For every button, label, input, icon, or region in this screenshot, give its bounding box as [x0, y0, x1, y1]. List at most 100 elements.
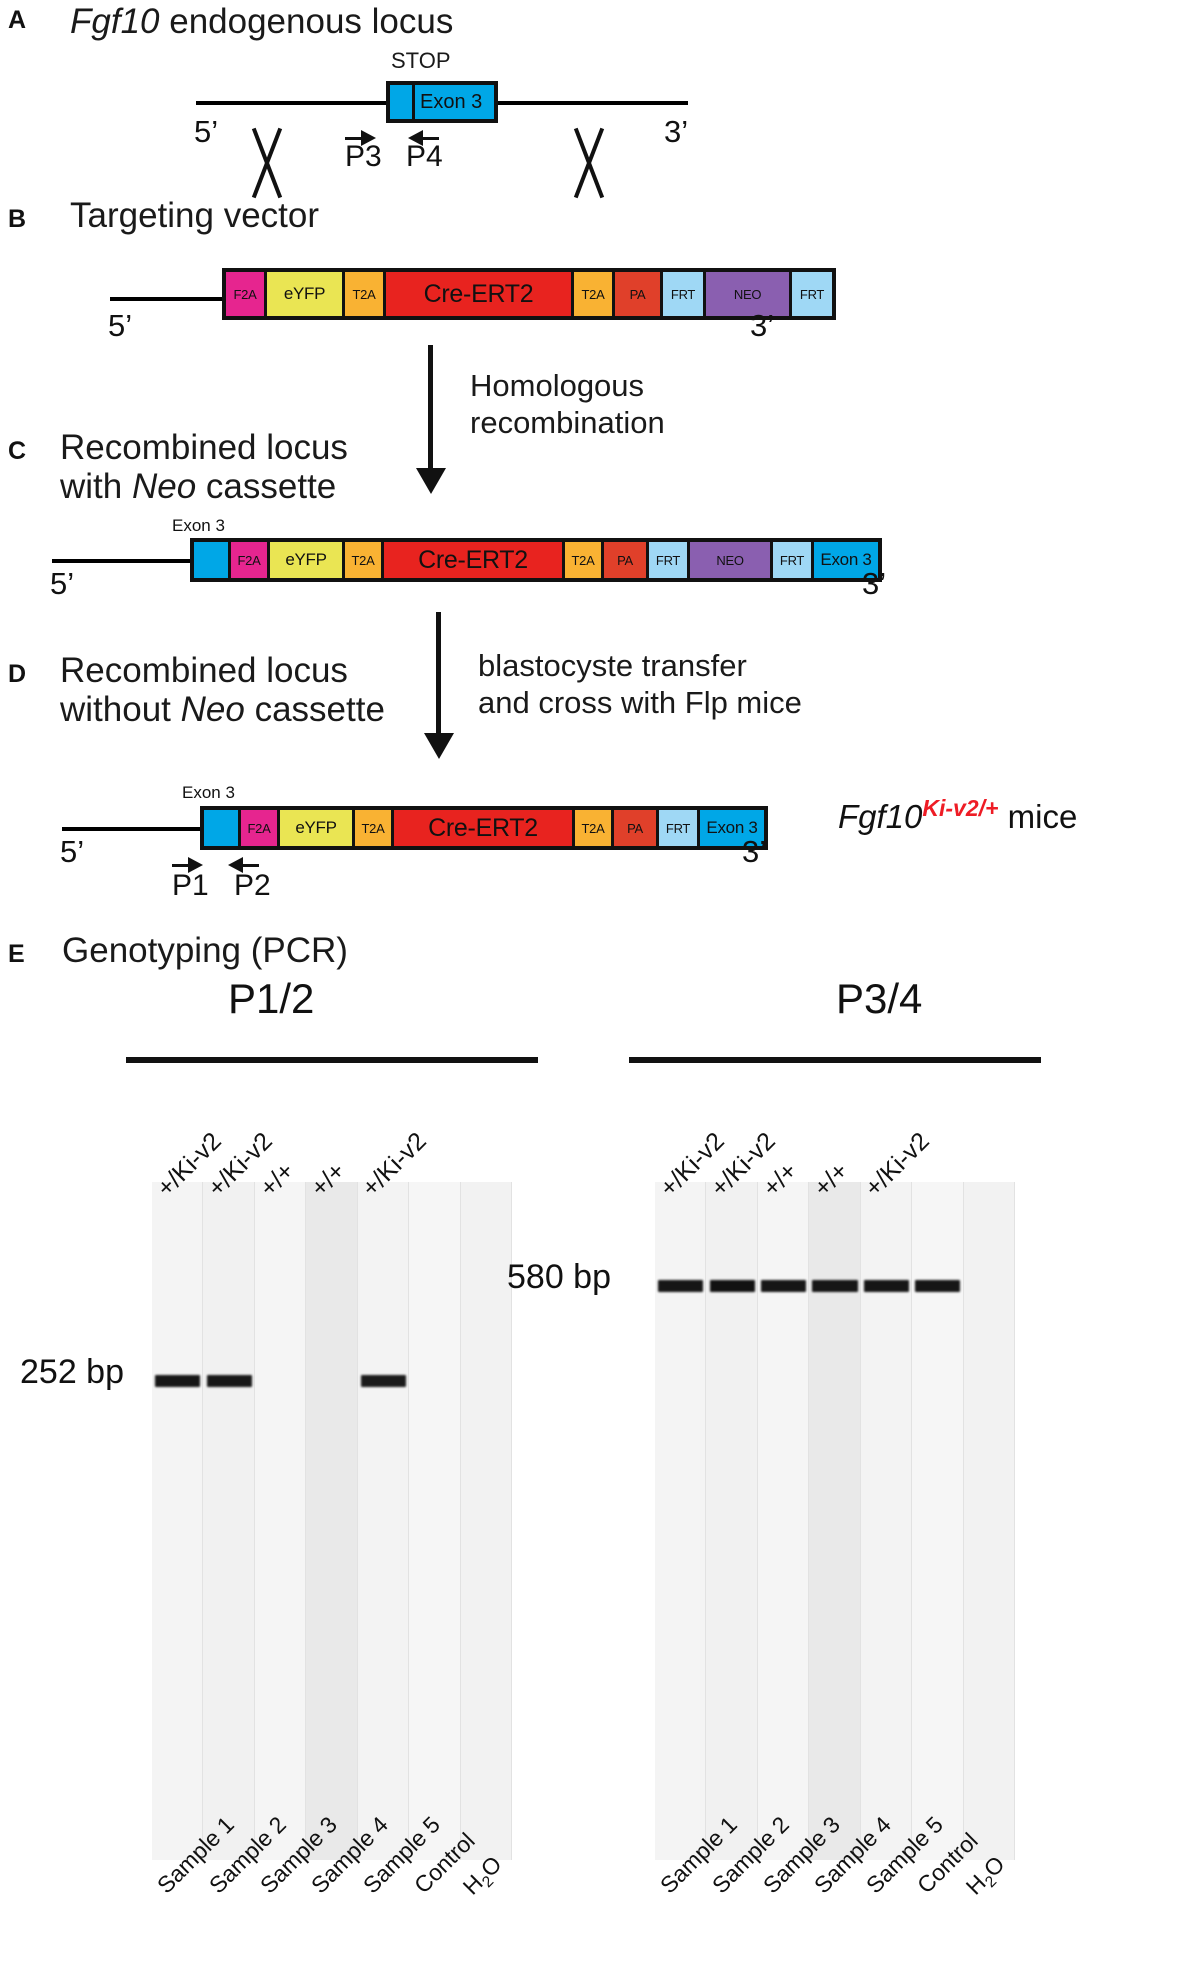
panel-a-letter: A [8, 6, 27, 34]
cassette-segment-pa: PA [604, 542, 646, 578]
panel-d-title-line1: Recombined locus [60, 651, 348, 690]
gel-lane [912, 1182, 964, 1860]
panel-c-three-prime: 3’ [862, 566, 887, 601]
primer-label-p2: P2 [234, 869, 271, 902]
gel-lane [460, 1182, 512, 1860]
panel-b-three-prime: 3’ [750, 308, 775, 343]
process-step-2-text: blastocyste transfer and cross with Flp … [478, 648, 802, 721]
process-step-1-text: Homologous recombination [470, 368, 665, 441]
allele-suffix: mice [998, 798, 1078, 835]
primer-p1-arrow [172, 855, 232, 875]
cassette-segment-frt: FRT [659, 810, 697, 846]
cassette-segment-pa: PA [614, 810, 656, 846]
cassette-segment-exon-3: Exon 3 [700, 810, 764, 846]
panel-a-five-prime: 5’ [194, 114, 219, 149]
cassette-segment-t2a: T2A [345, 542, 381, 578]
stop-label: STOP [391, 48, 451, 73]
gel-lane [254, 1182, 307, 1860]
panel-a-three-prime: 3’ [664, 114, 689, 149]
cassette-segment-frt: FRT [773, 542, 811, 578]
process-step-1-line1: Homologous [470, 368, 645, 403]
cassette-segment-f2a: F2A [226, 272, 264, 316]
gel-lane [655, 1182, 707, 1860]
cassette-segment-eyfp: eYFP [280, 810, 352, 846]
cassette-segment-pa: PA [615, 272, 660, 316]
gel-title-2: P3/4 [836, 975, 923, 1022]
cassette-segment-frt: FRT [792, 272, 832, 316]
cassette-segment-cre-ert2: Cre-ERT2 [386, 272, 571, 316]
gel-lane [963, 1182, 1015, 1860]
gel-band [812, 1280, 858, 1293]
panel-d-five-prime: 5’ [60, 834, 85, 869]
allele-superscript: Ki-v2/+ [922, 795, 999, 821]
gel-band [709, 1280, 755, 1293]
panel-a-gene-name: Fgf10 [70, 2, 160, 41]
panel-e-title: Genotyping (PCR) [62, 931, 348, 970]
process-step-2-line1: blastocyste transfer [478, 648, 747, 683]
gel-band [206, 1375, 252, 1387]
stop-tick [412, 85, 415, 119]
panel-d-neo-italic: Neo [180, 690, 245, 730]
cassette-segment-eyfp: eYFP [270, 542, 342, 578]
gel-lane [203, 1182, 255, 1860]
panel-c-title-line2: with Neo cassette [60, 467, 337, 507]
gel-lane [152, 1182, 204, 1860]
primer-label-p4: P4 [406, 140, 443, 173]
process-arrow-2-head [424, 733, 454, 759]
panel-c-neo-italic: Neo [131, 467, 197, 507]
gel-image-1 [152, 1182, 512, 1860]
gel-lane [357, 1182, 410, 1860]
cassette-segment-frt: FRT [649, 542, 687, 578]
cassette-segment-eyfp: eYFP [267, 272, 342, 316]
panel-b-letter: B [8, 205, 27, 233]
panel-c-letter: C [8, 437, 27, 465]
panel-e-letter: E [8, 940, 25, 968]
gel-band [863, 1280, 910, 1293]
allele-gene: Fgf10 [838, 798, 923, 835]
cassette-segment-frt: FRT [663, 272, 703, 316]
process-step-1-line2: recombination [470, 404, 665, 440]
panel-a-title-rest: endogenous locus [159, 2, 454, 41]
gel-title-1: P1/2 [228, 975, 315, 1022]
allele-name-label: Fgf10Ki-v2/+ mice [838, 795, 1077, 836]
gel-image-2 [655, 1182, 1015, 1860]
cassette-segment-neo: NEO [690, 542, 770, 578]
cassette-segment-cre-ert2: Cre-ERT2 [394, 810, 572, 846]
process-step-2-line2: and cross with Flp mice [478, 684, 802, 720]
cassette-segment-exon-3: Exon 3 [814, 542, 878, 578]
process-arrow-2-stem [436, 612, 441, 740]
gel-size-label-1: 252 bp [20, 1353, 124, 1392]
cassette-segment-neo: NEO [706, 272, 789, 316]
gel-lane [809, 1182, 861, 1860]
panel-a-exon-label: Exon 3 [420, 91, 483, 113]
panel-c-title: Recombined locus with Neo cassette [60, 428, 348, 506]
gel-band [915, 1280, 961, 1293]
panel-d-exon-caption: Exon 3 [182, 783, 235, 802]
panel-d-three-prime: 3’ [742, 834, 767, 869]
panel-d-letter: D [8, 660, 27, 688]
primer-p4-arrow [408, 128, 498, 148]
primer-label-p1: P1 [172, 869, 209, 902]
panel-c-title-line1: Recombined locus [60, 428, 348, 467]
cassette-segment-t2a: T2A [345, 272, 383, 316]
gel-band [658, 1280, 704, 1293]
cassette-segment-f2a: F2A [231, 542, 267, 578]
cassette-segment-t2a: T2A [565, 542, 601, 578]
process-arrow-1-stem [428, 345, 433, 475]
cassette-segment-cre-ert2: Cre-ERT2 [384, 542, 562, 578]
cassette-segment-f2a: F2A [241, 810, 277, 846]
panel-b-title: Targeting vector [70, 196, 320, 235]
cassette-segment-exon3-0 [194, 542, 228, 578]
panel-d-title: Recombined locus without Neo cassette [60, 651, 385, 729]
panel-b-five-prime: 5’ [108, 308, 133, 343]
gel-band [360, 1375, 407, 1387]
primer-label-p3: P3 [345, 140, 382, 173]
gel-band [760, 1280, 807, 1293]
panel-a-exon3-box: Exon 3 [386, 81, 498, 123]
cassette-segment-t2a: T2A [355, 810, 391, 846]
gel-lane [860, 1182, 913, 1860]
gel-rule-1 [126, 1057, 538, 1063]
